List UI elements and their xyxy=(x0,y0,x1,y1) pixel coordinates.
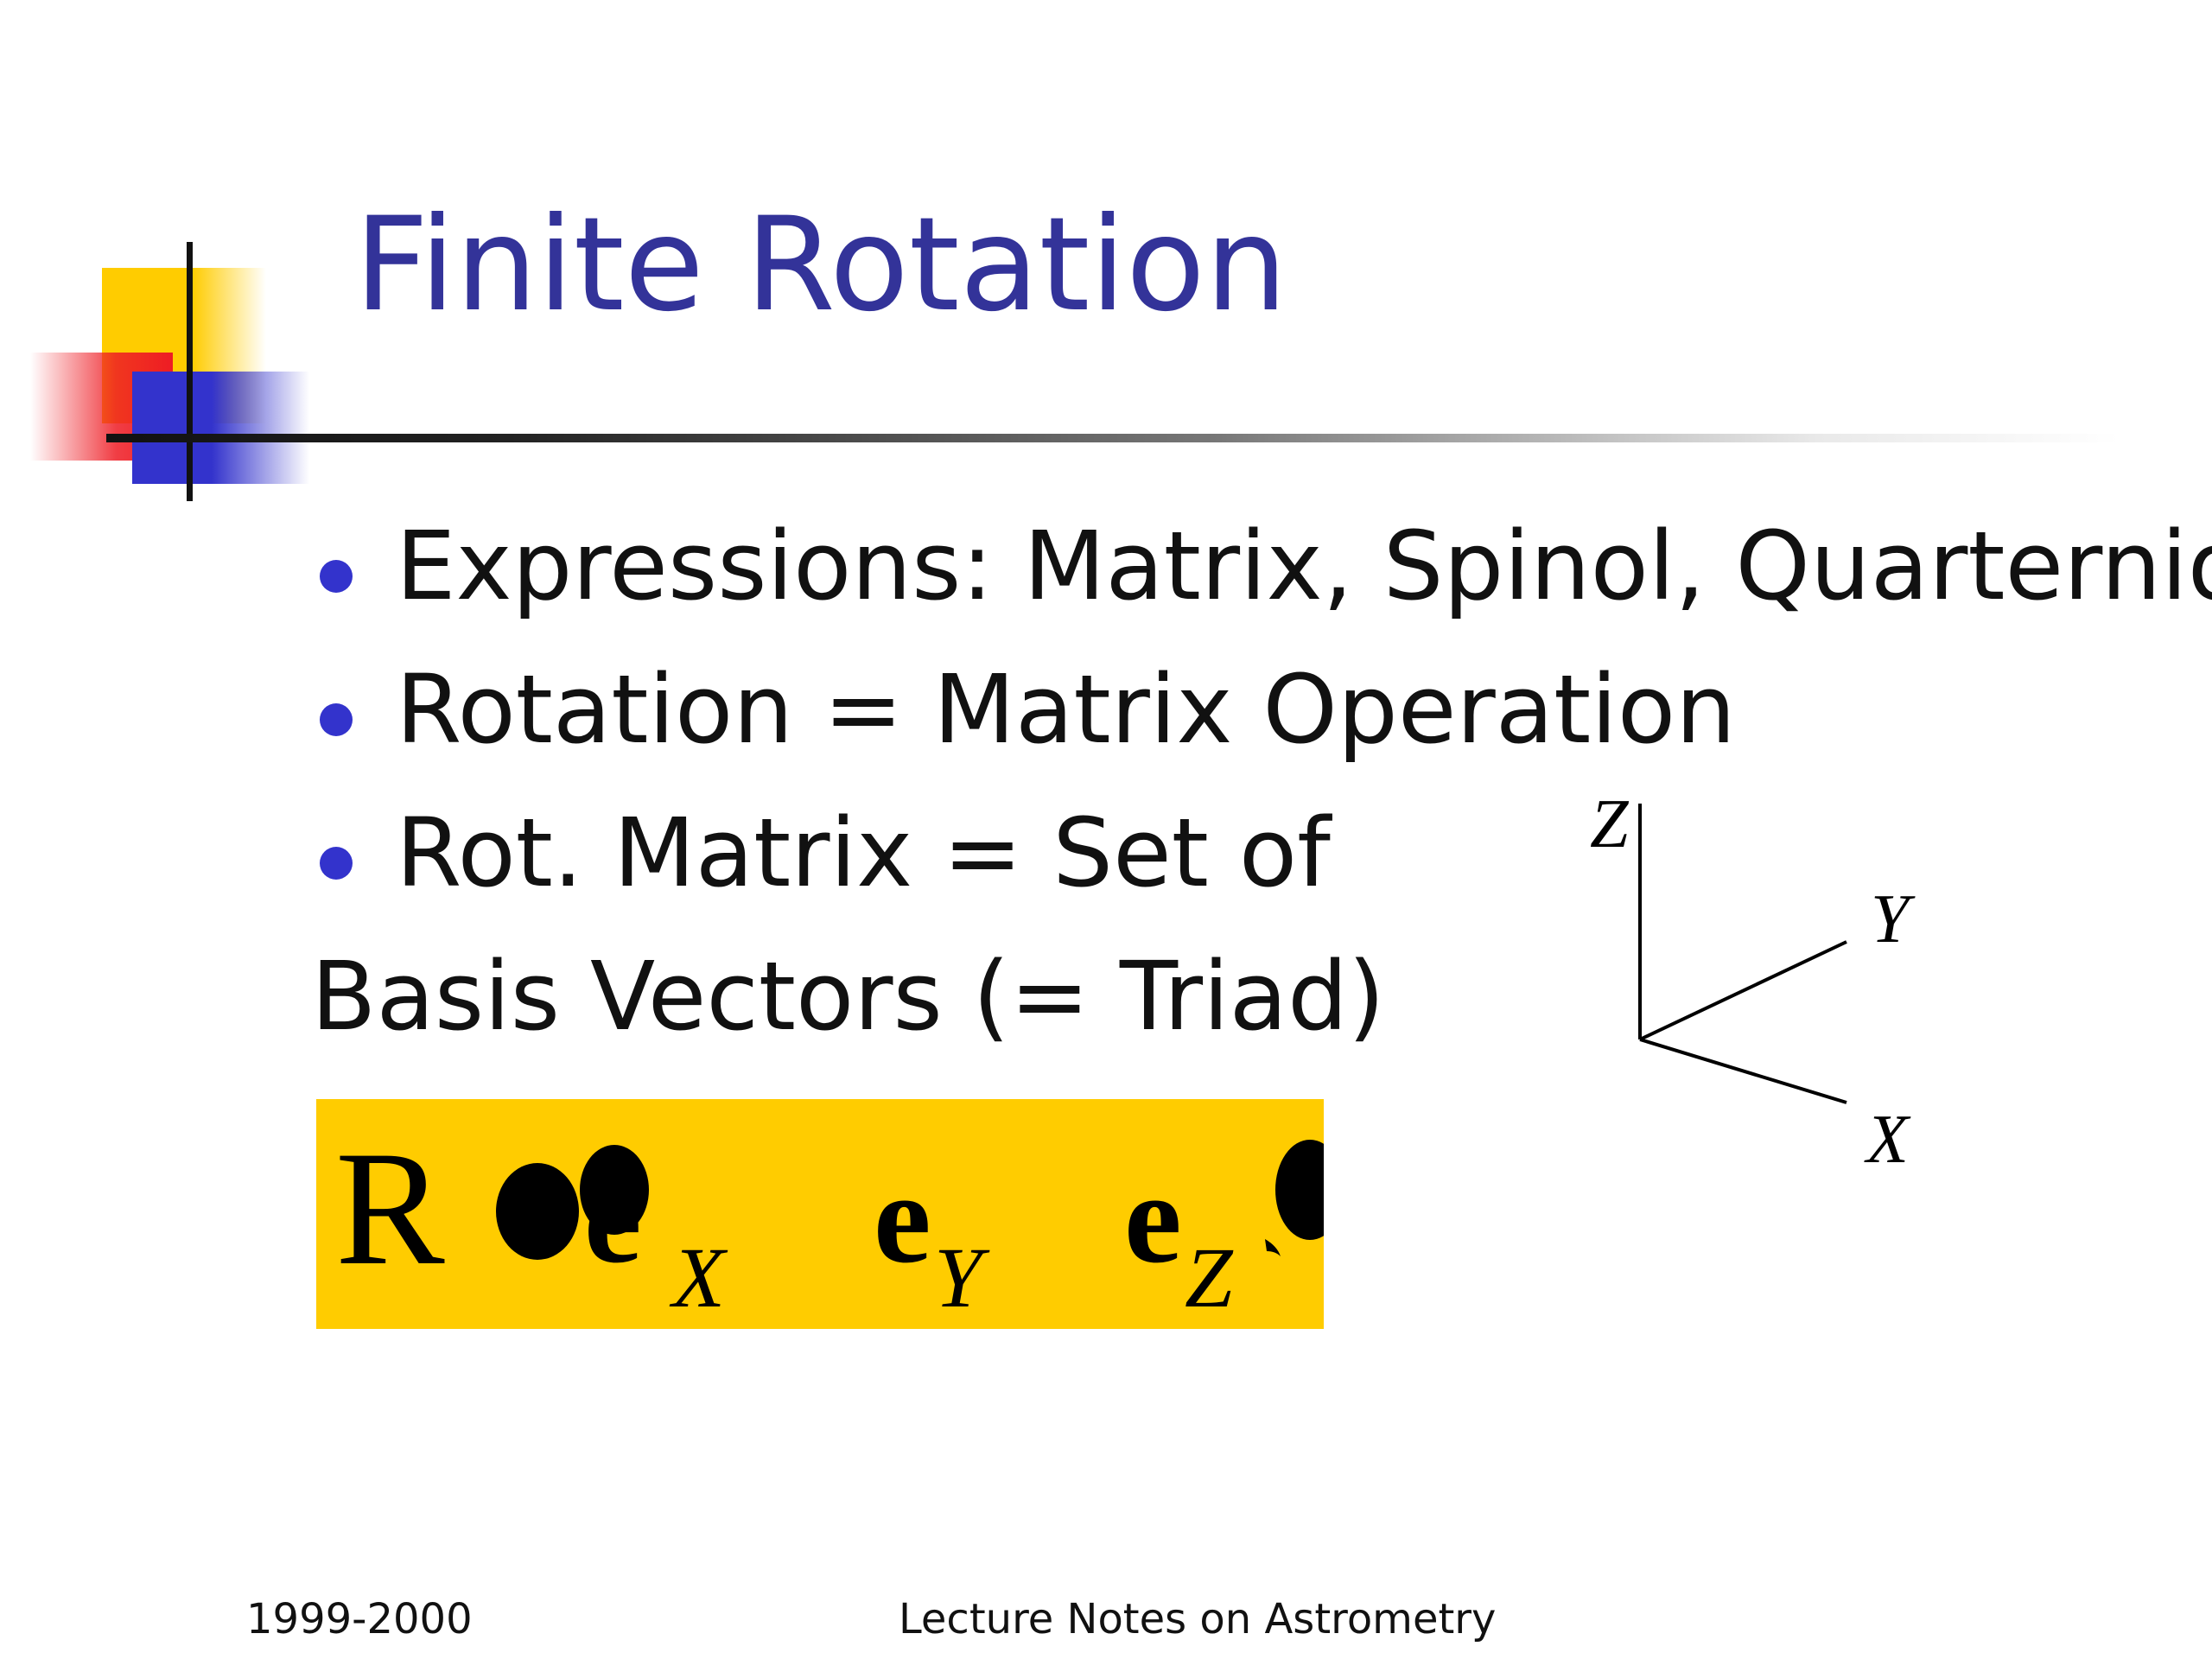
formula-subscript: Z xyxy=(1185,1230,1234,1325)
footer-title: Lecture Notes on Astrometry xyxy=(899,1595,1497,1643)
title-underline-rule xyxy=(106,434,2120,442)
formula-vector-e: e xyxy=(584,1147,642,1290)
rotation-matrix-formula: R e X e Y e Z xyxy=(335,1118,1324,1325)
footer-date: 1999-2000 xyxy=(246,1595,473,1643)
formula-subscript: X xyxy=(669,1230,728,1325)
y-axis-label: Y xyxy=(1871,881,1916,957)
bullet-dot-icon xyxy=(320,703,353,736)
bullet-continuation: Basis Vectors (= Triad) xyxy=(311,941,1385,1052)
formula-subscript: Y xyxy=(934,1230,990,1325)
formula-glyph-blob xyxy=(496,1163,579,1260)
logo-vertical-line xyxy=(187,242,193,501)
z-axis-label: Z xyxy=(1590,786,1630,862)
coordinate-axes-diagram: Z Y X xyxy=(1590,786,1916,1178)
bullet-dot-icon xyxy=(320,560,353,593)
formula-glyph-blob xyxy=(580,1145,649,1235)
bullet-text: Expressions: Matrix, Spinol, Quarternion xyxy=(396,511,2212,621)
formula-vector-e: e xyxy=(1124,1147,1182,1290)
formula-glyph-blob xyxy=(1275,1140,1324,1240)
x-axis-line xyxy=(1639,1038,1847,1104)
bullet-text: Rot. Matrix = Set of xyxy=(396,798,1331,908)
formula-vector-e: e xyxy=(874,1147,931,1290)
bullet-dot-icon xyxy=(320,847,353,880)
formula-box: R e X e Y e Z xyxy=(316,1099,1324,1329)
logo-blue-square xyxy=(132,372,309,484)
x-axis-label: X xyxy=(1864,1102,1911,1178)
slide-title: Finite Rotation xyxy=(354,190,1287,340)
y-axis-line xyxy=(1639,940,1847,1041)
formula-glyph-blob xyxy=(1265,1239,1281,1256)
formula-r-symbol: R xyxy=(335,1118,445,1300)
bullet-text: Rotation = Matrix Operation xyxy=(396,654,1736,765)
